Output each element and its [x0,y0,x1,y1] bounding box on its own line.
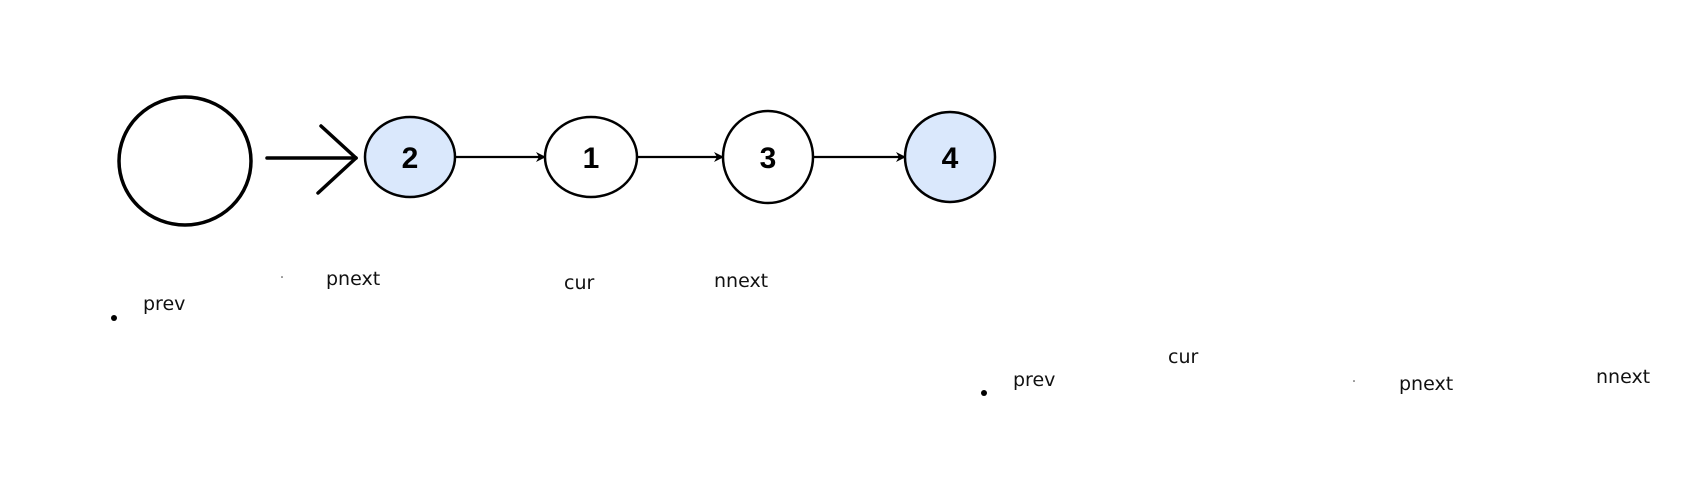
node-circle [721,109,815,205]
pointer-cur: cur [564,272,594,294]
node-label: 1 [583,142,600,175]
empty-node [117,95,253,227]
pointer-pnext: pnext [1399,373,1453,395]
pointer-nnext: nnext [714,270,768,292]
small-mark [281,276,283,278]
list-node-2: 2 [363,115,457,199]
small-mark [1353,380,1355,382]
node-circle [363,115,457,199]
list-node-4: 4 [903,110,997,204]
pointer-pnext: pnext [326,268,380,290]
hand-drawn-arrow [265,124,358,195]
node-label: 3 [760,142,777,175]
list-node-3: 3 [721,109,815,205]
list-node-1: 1 [543,115,639,199]
pointer-prev: prev [143,293,185,315]
prev-dot [981,390,987,396]
node-label: 2 [402,142,419,175]
node-circle [903,110,997,204]
pointer-cur: cur [1168,346,1198,368]
node-label: 4 [942,142,959,175]
pointer-nnext: nnext [1596,366,1650,388]
node-circle [543,115,639,199]
prev-dot [111,315,117,321]
pointer-prev: prev [1013,369,1055,391]
